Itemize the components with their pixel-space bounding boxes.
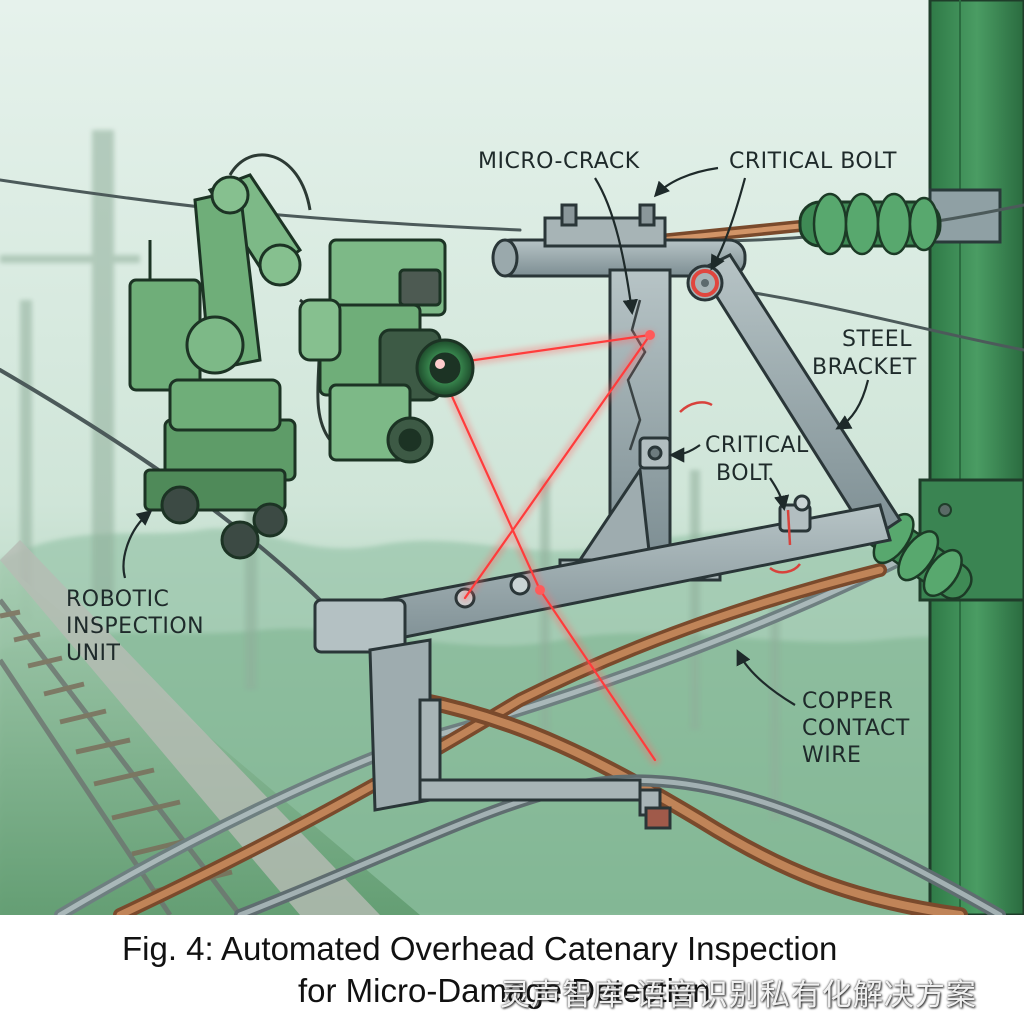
figure-caption: Fig. 4: Automated Overhead Catenary Insp… <box>0 918 1024 1024</box>
steel-bracket <box>313 203 903 830</box>
caption-line-2: for Micro-Damage Detection <box>298 972 711 1009</box>
label-copper-line2: CONTACT <box>802 716 910 741</box>
label-robotic-line1: ROBOTIC <box>66 587 169 612</box>
label-robotic-line3: UNIT <box>66 641 121 666</box>
label-micro-crack: MICRO-CRACK <box>478 149 640 174</box>
insulator-top <box>798 192 942 256</box>
watermark: 灵声智库-语音识别私有化解决方案 <box>500 978 977 1013</box>
illustration: MICRO-CRACK CRITICAL BOLT STEEL BRACKET … <box>0 0 1024 915</box>
laser-beams <box>435 330 660 765</box>
label-critical-bolt-mid-line2: BOLT <box>716 461 773 486</box>
catenary-pole <box>918 0 1024 915</box>
label-steel-bracket-line2: BRACKET <box>812 355 917 380</box>
damage-marks <box>679 401 801 574</box>
label-robotic-line2: INSPECTION <box>66 614 204 639</box>
robotic-inspection-unit <box>128 153 475 560</box>
caption-line-1: Fig. 4: Automated Overhead Catenary Insp… <box>122 930 838 967</box>
micro-crack <box>626 299 647 451</box>
label-copper-line1: COPPER <box>802 689 893 714</box>
label-critical-bolt-mid-line1: CRITICAL <box>705 433 809 458</box>
label-steel-bracket-line1: STEEL <box>842 327 912 352</box>
label-arrows <box>122 166 870 706</box>
label-copper-line3: WIRE <box>802 743 861 768</box>
railway-ground <box>0 540 420 915</box>
label-critical-bolt-top: CRITICAL BOLT <box>729 149 897 174</box>
critical-bolt-top <box>686 264 724 302</box>
